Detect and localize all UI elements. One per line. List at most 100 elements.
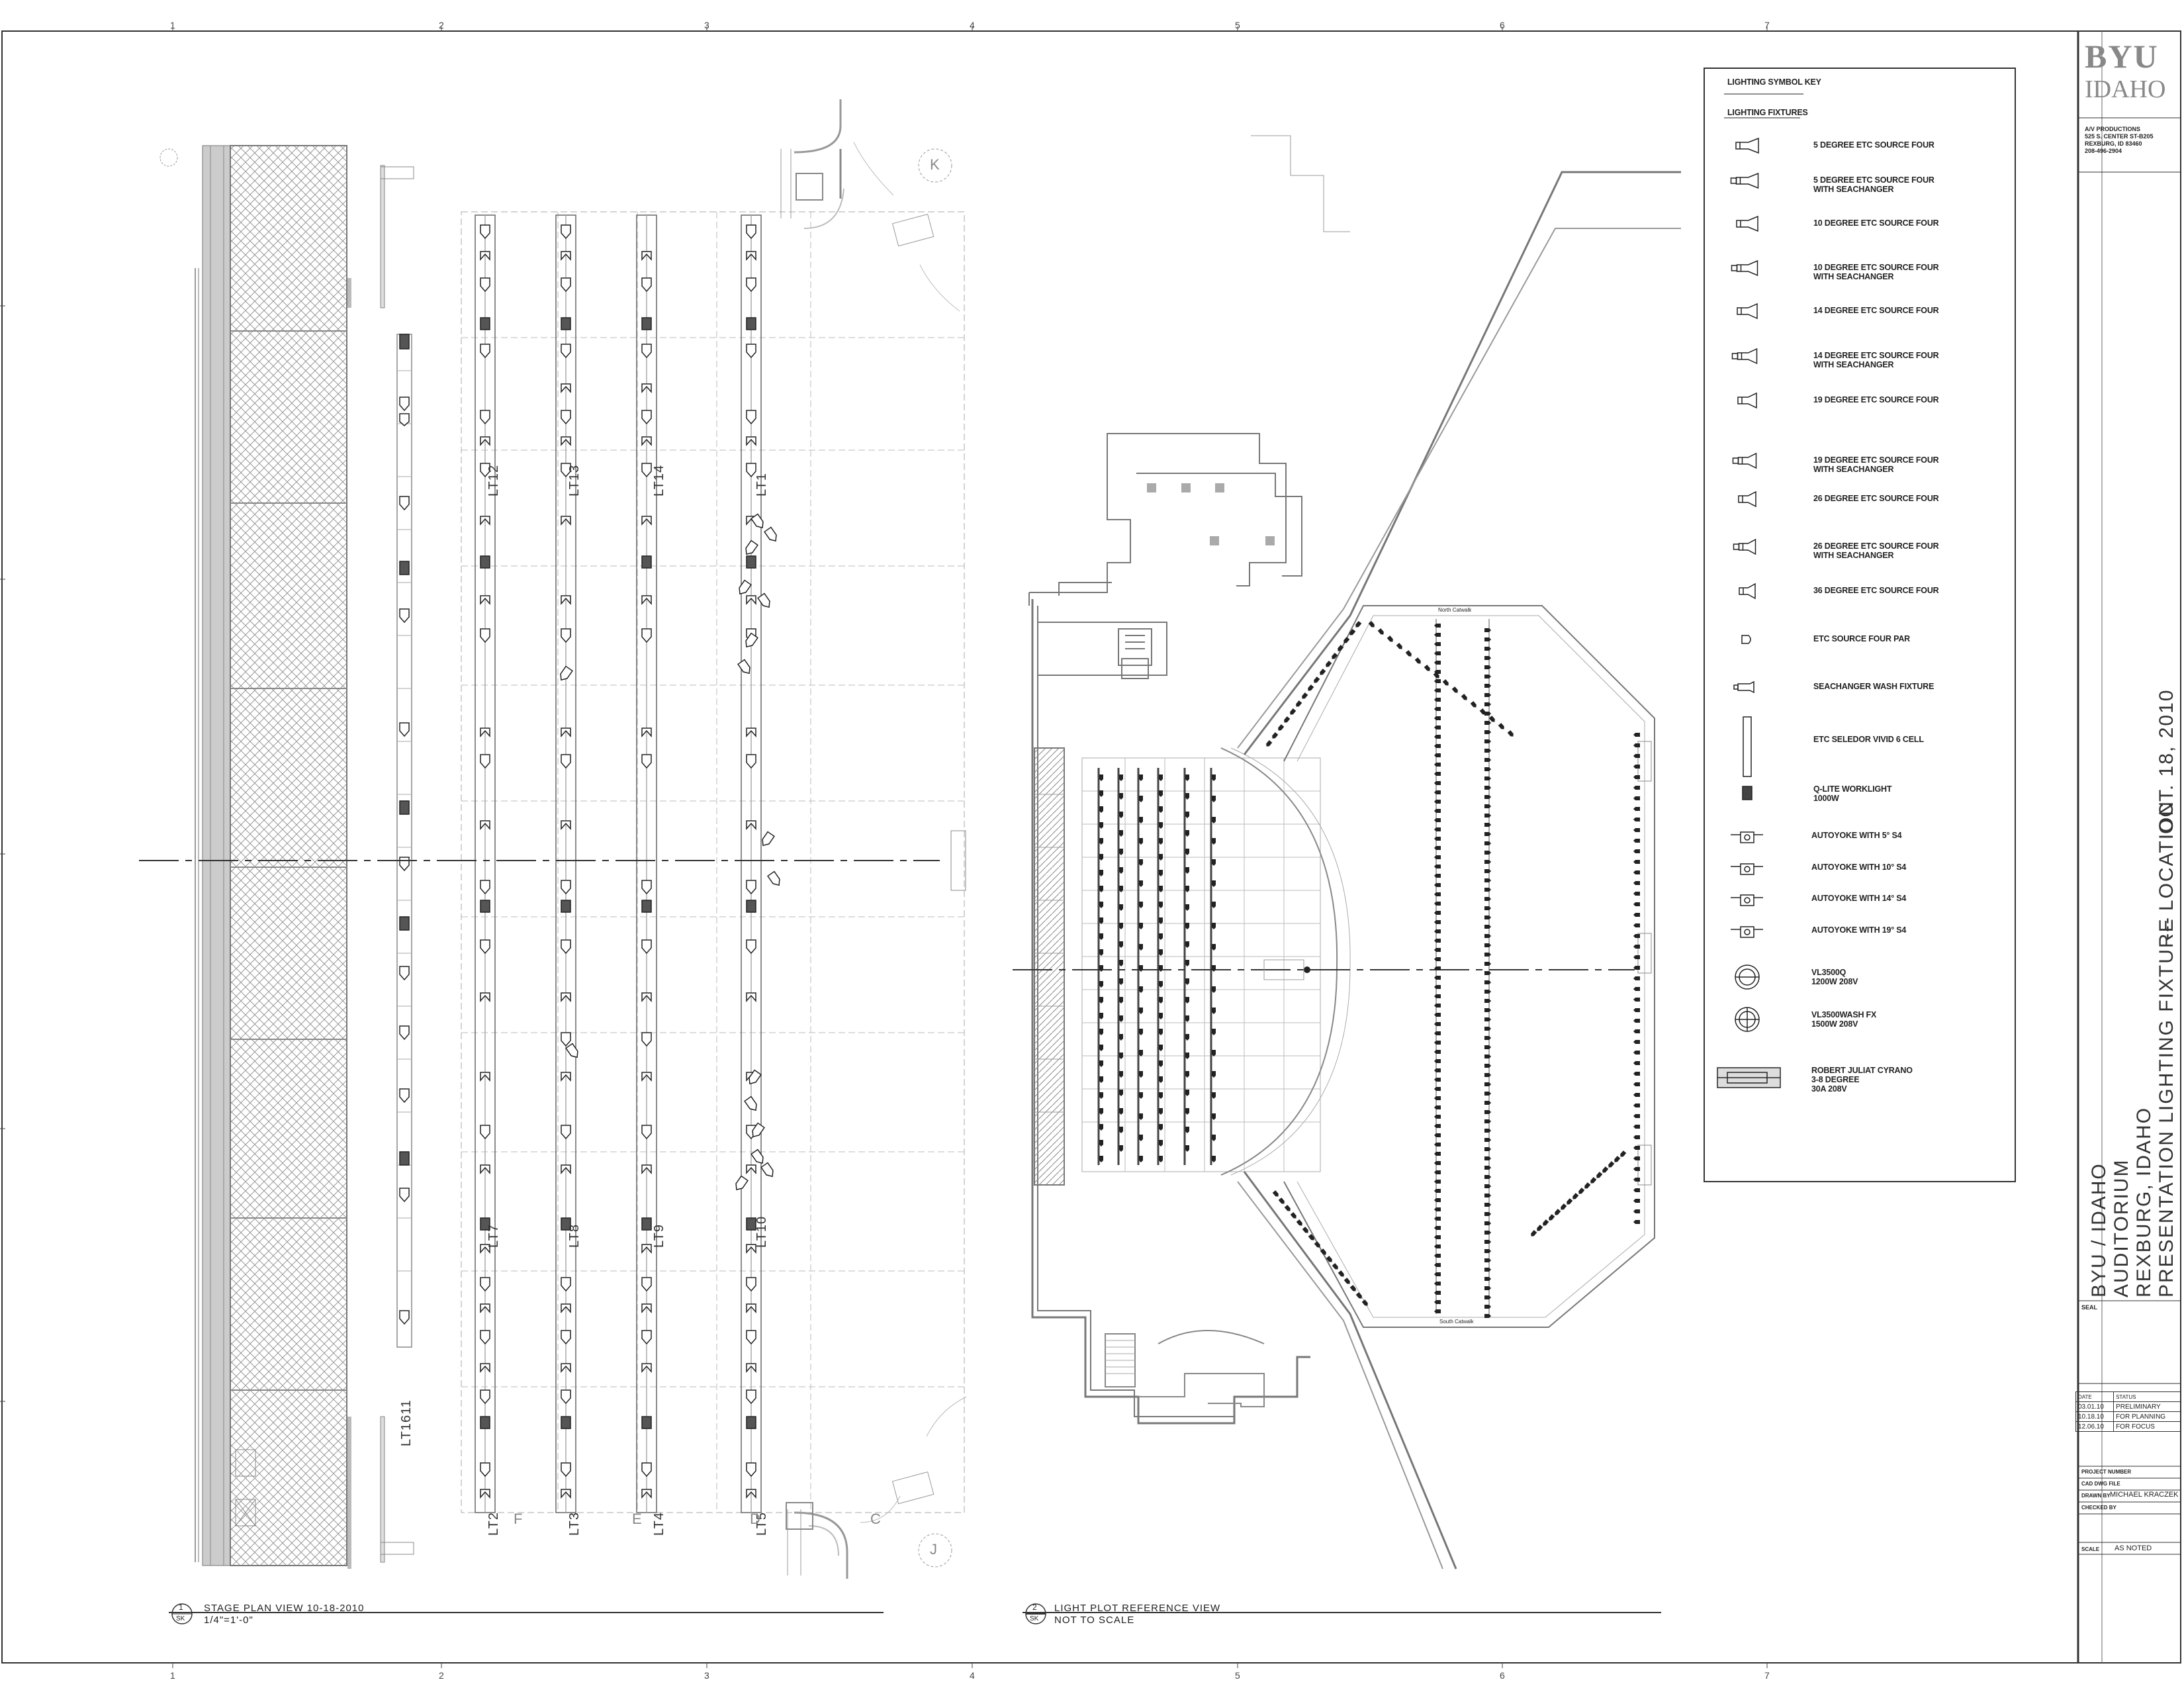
reference-fixture-icon xyxy=(1434,688,1441,692)
reference-fixture-icon xyxy=(1567,1198,1573,1205)
pipe-fixture-icon xyxy=(746,754,756,769)
reference-fixture-icon xyxy=(1212,796,1216,802)
reference-fixture-icon xyxy=(1484,1249,1491,1253)
reference-fixture-icon xyxy=(1212,1135,1216,1141)
reference-fixture-icon xyxy=(1185,867,1189,874)
reference-fixture-icon xyxy=(1633,1040,1640,1044)
pipe-fixture-icon xyxy=(561,1125,571,1140)
reference-fixture-icon xyxy=(1484,878,1491,882)
reference-fixture-icon xyxy=(1484,1231,1491,1235)
pipe-fixture-icon xyxy=(561,251,571,261)
reference-fixture-icon xyxy=(1433,672,1439,679)
reference-fixture-icon xyxy=(1633,754,1640,758)
legend-item-label: 19 DEGREE ETC SOURCE FOUR xyxy=(1813,395,1939,404)
reference-fixture-icon xyxy=(1212,1113,1216,1120)
pipe-fixture-icon xyxy=(746,1164,756,1174)
pipe-label-lt2: LT2 xyxy=(486,1512,501,1536)
reference-fixture-icon xyxy=(1185,941,1189,948)
view-1-scale: 1/4"=1'-0" xyxy=(204,1615,253,1626)
reference-fixture-icon xyxy=(1139,1029,1143,1035)
grid-number-bottom-5: 5 xyxy=(1235,1670,1240,1681)
pipe-fixture-icon xyxy=(641,939,652,955)
reference-fixture-icon xyxy=(1484,869,1491,873)
pipe-fixture-icon xyxy=(641,1032,652,1047)
pipe-fixture-icon xyxy=(746,251,756,261)
reference-fixture-icon xyxy=(1633,955,1640,959)
pipe-fixture-icon xyxy=(480,1330,490,1345)
pipe-fixture-icon xyxy=(641,628,652,643)
reference-fixture-icon xyxy=(1484,832,1491,836)
reference-fixture-icon xyxy=(1484,1119,1491,1123)
reference-fixture-icon xyxy=(1633,934,1640,938)
pipe-fixture-icon xyxy=(561,317,571,330)
reference-fixture-icon xyxy=(1488,716,1495,722)
reference-fixture-icon xyxy=(1119,1127,1123,1133)
pipe-fixture-icon xyxy=(746,1389,756,1405)
reference-fixture-icon xyxy=(1119,923,1123,929)
reference-fixture-icon xyxy=(1119,1090,1123,1096)
pipe-fixture-icon xyxy=(746,317,756,330)
reference-fixture-icon xyxy=(1633,796,1640,800)
reference-fixture-icon xyxy=(1498,723,1504,729)
pipe-fixture-icon xyxy=(561,1330,571,1345)
reference-fixture-icon xyxy=(1434,1161,1441,1165)
reference-fixture-icon xyxy=(1484,1129,1491,1133)
pipe-label-lt7: LT7 xyxy=(486,1224,501,1248)
reference-fixture-icon xyxy=(1159,1108,1163,1115)
pipe-fixture-icon xyxy=(561,1072,571,1082)
pipe-fixture-icon xyxy=(561,754,571,769)
reference-fixture-icon xyxy=(1212,774,1216,781)
reference-fixture-icon xyxy=(1484,1277,1491,1281)
reference-fixture-icon xyxy=(1212,944,1216,951)
column-letter-e: E xyxy=(632,1511,642,1527)
pipe-fixture-icon xyxy=(641,410,652,425)
reference-fixture-icon xyxy=(1099,917,1103,924)
reference-fixture-icon xyxy=(1284,716,1291,723)
pipe-fixture-icon xyxy=(641,1462,652,1477)
grid-number-bottom-6: 6 xyxy=(1500,1670,1505,1681)
reference-fixture-icon xyxy=(1484,925,1491,929)
reference-fixture-icon xyxy=(1484,684,1491,688)
legend-item-label: AUTOYOKE WITH 19° S4 xyxy=(1811,925,1907,935)
reference-fixture-icon xyxy=(1159,902,1163,908)
reference-fixture-icon xyxy=(1633,1156,1640,1160)
reference-fixture-icon xyxy=(1272,1190,1279,1197)
reference-fixture-icon xyxy=(1434,735,1441,739)
reference-fixture-icon xyxy=(1434,1217,1441,1221)
reference-fixture-icon xyxy=(1484,1212,1491,1216)
reference-fixture-icon xyxy=(1608,1161,1615,1168)
reference-fixture-icon xyxy=(1434,1207,1441,1211)
grid-number-top-6: 6 xyxy=(1500,20,1505,30)
vl3500wash-icon xyxy=(1735,1007,1760,1032)
reference-fixture-icon xyxy=(1139,774,1143,781)
reference-fixture-icon xyxy=(1633,1051,1640,1055)
pipe-fixture-icon xyxy=(561,939,571,955)
pipe-fixture-icon xyxy=(739,579,752,595)
reference-fixture-icon xyxy=(1185,1145,1189,1152)
reference-fixture-icon xyxy=(1302,1227,1308,1233)
reference-fixture-icon xyxy=(1484,1147,1491,1151)
pipe-fixture-icon xyxy=(746,1244,756,1254)
source-four-36-icon xyxy=(1739,583,1756,600)
reference-fixture-icon xyxy=(1212,1029,1216,1035)
reference-fixture-icon xyxy=(1332,1263,1338,1270)
source-four-5-seachanger-icon xyxy=(1730,172,1759,189)
reference-fixture-icon xyxy=(1537,1225,1543,1231)
address-line-1: A/V PRODUCTIONS xyxy=(2085,126,2141,132)
reference-fixture-icon xyxy=(1185,849,1189,855)
reference-fixture-icon xyxy=(1159,1076,1163,1083)
source-four-14-seachanger-icon xyxy=(1731,348,1758,365)
status-date: 10.18.10 xyxy=(2075,1411,2115,1422)
reference-fixture-icon xyxy=(1434,624,1441,628)
reference-fixture-icon xyxy=(1185,793,1189,800)
reference-fixture-icon xyxy=(1434,1022,1441,1026)
reference-fixture-icon xyxy=(1633,1167,1640,1171)
pipe-fixture-icon xyxy=(746,1277,756,1292)
reference-fixture-icon xyxy=(1442,679,1449,686)
pipe-fixture-icon xyxy=(641,880,652,895)
view-2-scale: NOT TO SCALE xyxy=(1054,1615,1135,1626)
reference-fixture-icon xyxy=(1314,677,1320,683)
reference-fixture-icon xyxy=(1633,1188,1640,1192)
reference-fixture-icon xyxy=(1590,1177,1597,1184)
